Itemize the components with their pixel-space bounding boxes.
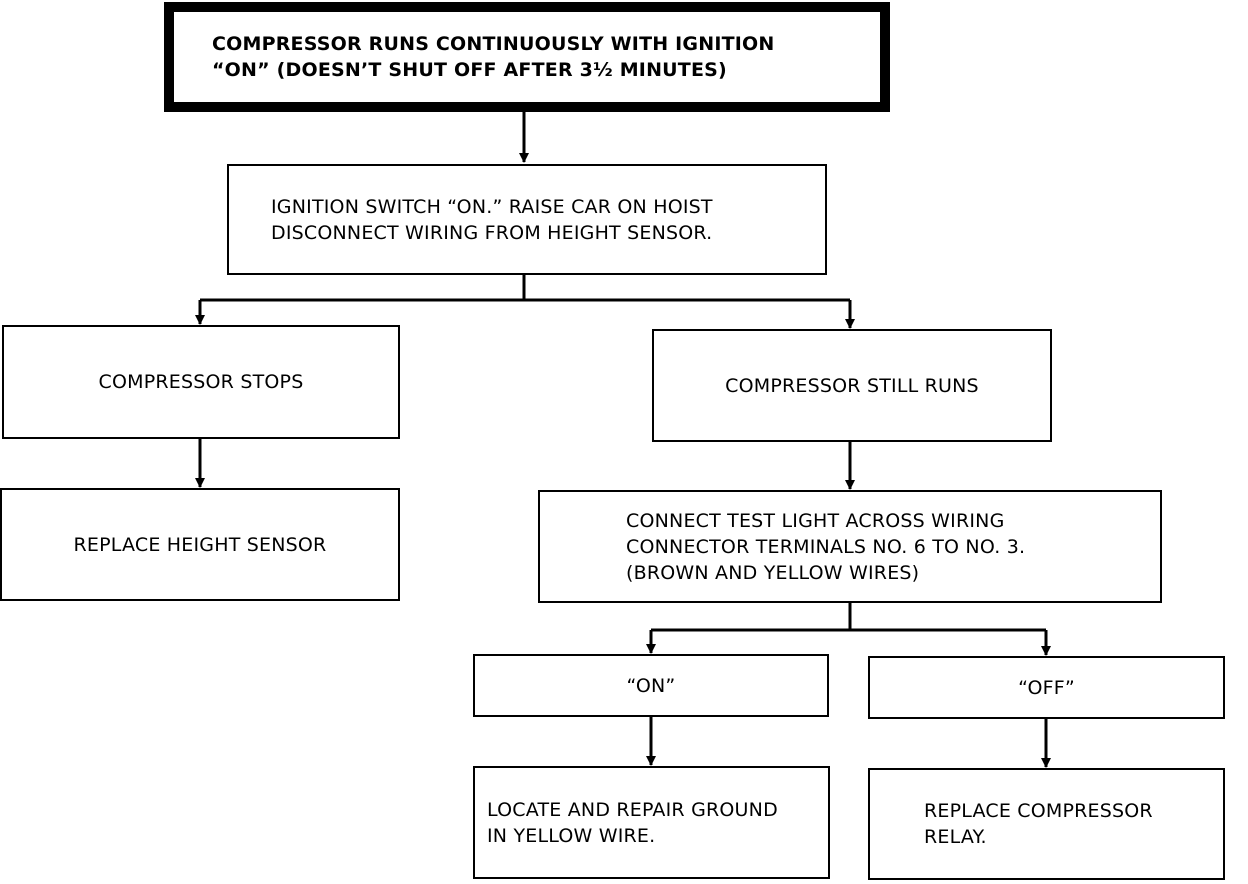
node-off: “OFF”	[868, 656, 1225, 719]
branch-test2	[651, 602, 852, 632]
node-repair-ground: LOCATE AND REPAIR GROUND IN YELLOW WIRE.	[473, 766, 830, 879]
node-replace-height-sensor: REPLACE HEIGHT SENSOR	[0, 488, 400, 601]
node-replace-relay-line-1: REPLACE COMPRESSOR	[924, 800, 1153, 822]
node-test2-line-1: CONNECT TEST LIGHT ACROSS WIRING	[626, 509, 1005, 532]
node-test2: CONNECT TEST LIGHT ACROSS WIRING CONNECT…	[538, 490, 1162, 603]
node-repair-ground-line-1: LOCATE AND REPAIR GROUND	[487, 798, 778, 821]
node-compressor-still-runs: COMPRESSOR STILL RUNS	[652, 329, 1052, 442]
node-test1-line-2: DISCONNECT WIRING FROM HEIGHT SENSOR.	[271, 221, 713, 244]
node-off-label: “OFF”	[1018, 676, 1075, 699]
node-on-label: “ON”	[626, 674, 676, 697]
node-replace-relay-line-2: RELAY.	[924, 826, 987, 848]
branch-test1	[200, 274, 526, 302]
node-on: “ON”	[473, 654, 829, 717]
node-test2-line-3: (BROWN AND YELLOW WIRES)	[626, 561, 920, 584]
node-replace-relay: REPLACE COMPRESSOR RELAY.	[868, 768, 1225, 880]
node-compressor-stops: COMPRESSOR STOPS	[2, 325, 400, 439]
node-start: COMPRESSOR RUNS CONTINUOUSLY WITH IGNITI…	[164, 2, 890, 112]
node-repair-ground-line-2: IN YELLOW WIRE.	[487, 824, 656, 847]
node-replace-height-sensor-label: REPLACE HEIGHT SENSOR	[73, 533, 327, 556]
node-test1-line-1: IGNITION SWITCH “ON.” RAISE CAR ON HOIST	[271, 195, 713, 218]
node-start-line-2: “ON” (DOESN’T SHUT OFF AFTER 3½ MINUTES)	[212, 59, 727, 81]
node-start-line-1: COMPRESSOR RUNS CONTINUOUSLY WITH IGNITI…	[212, 33, 775, 55]
node-test2-line-2: CONNECTOR TERMINALS NO. 6 TO NO. 3.	[626, 535, 1026, 558]
node-compressor-still-runs-label: COMPRESSOR STILL RUNS	[725, 374, 979, 397]
node-test1: IGNITION SWITCH “ON.” RAISE CAR ON HOIST…	[227, 164, 827, 275]
node-compressor-stops-label: COMPRESSOR STOPS	[98, 371, 304, 393]
